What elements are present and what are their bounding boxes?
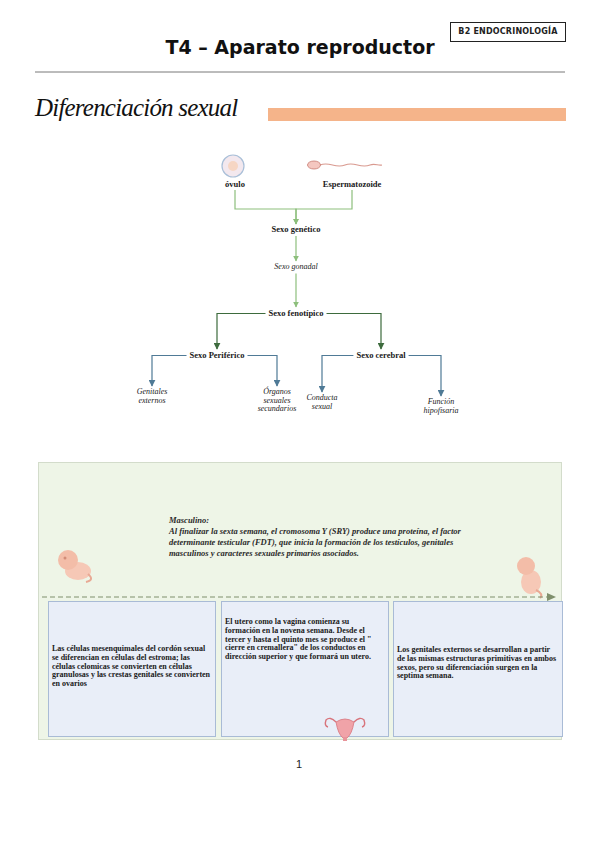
info-box: Las células mesenquimales del cordón sex… bbox=[48, 601, 216, 737]
flow-connector bbox=[409, 356, 441, 397]
ovum-illustration bbox=[222, 155, 244, 177]
title-rule bbox=[35, 72, 565, 73]
flow-label: Genitales externos bbox=[130, 388, 174, 405]
flow-label: Sexo Periférico bbox=[190, 351, 245, 360]
panel-heading: Masculino: bbox=[169, 515, 469, 526]
page-title: T4 – Aparato reproductor bbox=[165, 36, 434, 58]
flow-connector bbox=[327, 314, 381, 350]
box-text: El utero como la vagina comienza su form… bbox=[225, 618, 384, 662]
flow-label: Sexo fenotípico bbox=[268, 309, 323, 318]
heading-bar bbox=[268, 108, 566, 121]
page-number: 1 bbox=[296, 758, 302, 770]
flow-node: Conducta sexual bbox=[300, 394, 344, 411]
header-label: B2 ENDOCRINOLOGÍA bbox=[451, 23, 565, 41]
ovum-shell bbox=[222, 155, 244, 177]
box-text: Los genitales externos se desarrollan a … bbox=[397, 646, 558, 681]
flow-node: Sexo cerebral bbox=[356, 351, 405, 360]
flow-label: Órganos sexuales secundarios bbox=[254, 388, 300, 414]
flow-connector bbox=[322, 356, 353, 393]
flow-label: óvulo bbox=[225, 180, 245, 189]
flow-node: Sexo gonadal bbox=[274, 263, 317, 272]
flow-node: Órganos sexuales secundarios bbox=[254, 388, 300, 414]
flow-node: Espermatozoide bbox=[323, 180, 382, 189]
sperm-tail bbox=[320, 164, 382, 166]
panel-body: Al finalizar la sexta semana, el cromoso… bbox=[169, 526, 469, 559]
flow-label: Sexo genético bbox=[272, 225, 321, 234]
sperm-head bbox=[308, 161, 321, 169]
flow-connector bbox=[217, 314, 265, 350]
flow-connector bbox=[295, 236, 296, 261]
flow-label: Sexo cerebral bbox=[356, 351, 405, 360]
info-box: El utero como la vagina comienza su form… bbox=[221, 601, 389, 737]
section-heading: Diferenciación sexual bbox=[35, 94, 237, 122]
flow-connector bbox=[296, 190, 352, 224]
flow-label: Función hipofisaria bbox=[415, 398, 467, 415]
flow-label: Conducta sexual bbox=[300, 394, 344, 411]
sperm-illustration bbox=[308, 161, 383, 169]
connector-layer bbox=[152, 190, 441, 396]
content-panel: Masculino:Al finalizar la sexta semana, … bbox=[38, 462, 562, 740]
flow-connector bbox=[152, 356, 187, 387]
info-box: Los genitales externos se desarrollan a … bbox=[393, 601, 563, 737]
flow-label: Espermatozoide bbox=[323, 180, 382, 189]
flow-node: óvulo bbox=[225, 180, 245, 189]
flow-connector bbox=[295, 274, 296, 307]
flow-label: Sexo gonadal bbox=[274, 263, 317, 272]
flow-node: Sexo fenotípico bbox=[268, 309, 323, 318]
box-text: Las células mesenquimales del cordón sex… bbox=[52, 645, 211, 689]
ovum-nucleus bbox=[228, 161, 238, 171]
flow-node: Sexo Periférico bbox=[190, 351, 245, 360]
flow-node: Función hipofisaria bbox=[415, 398, 467, 415]
flow-node: Sexo genético bbox=[272, 225, 321, 234]
flow-connector bbox=[247, 356, 277, 387]
header-box: B2 ENDOCRINOLOGÍA bbox=[450, 22, 566, 42]
flow-connector bbox=[235, 190, 296, 224]
flow-node: Genitales externos bbox=[130, 388, 174, 405]
